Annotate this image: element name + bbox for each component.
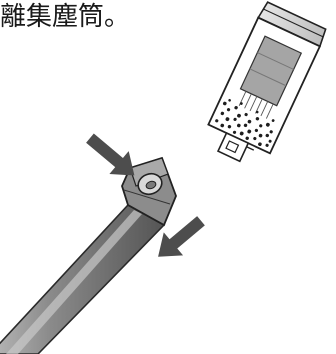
arrow-down-right-icon (86, 133, 135, 176)
instruction-caption: 離集塵筒。 (0, 2, 131, 32)
wand (0, 156, 177, 354)
bin-inlet (216, 131, 255, 163)
dust-bin (207, 1, 327, 163)
release-button-icon (137, 172, 163, 196)
arrow-down-left-icon (158, 216, 205, 257)
bin-dust (215, 98, 275, 147)
bin-filter (239, 35, 303, 107)
